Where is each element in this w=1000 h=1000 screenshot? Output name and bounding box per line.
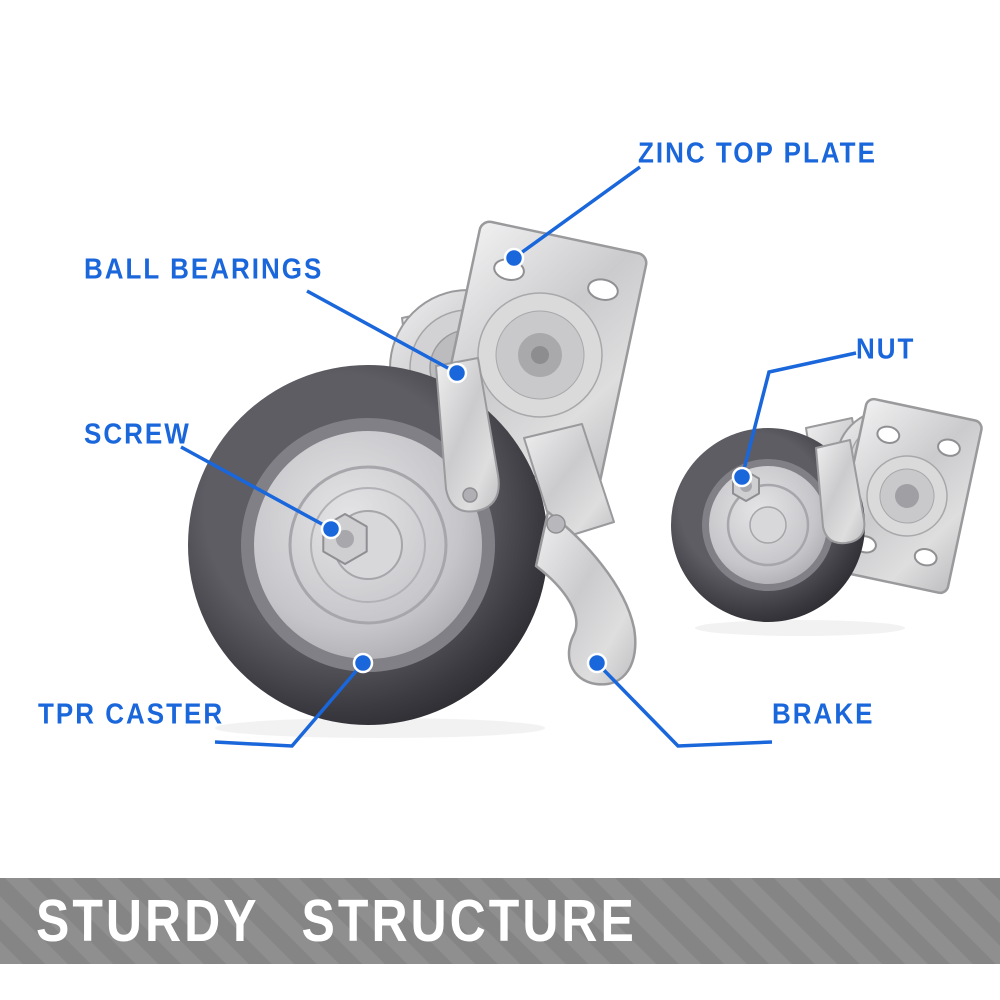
brake-hinge-bolt xyxy=(546,514,566,534)
label-tpr-caster: TPR CASTER xyxy=(38,697,225,730)
large-caster xyxy=(188,220,648,725)
small-caster-wheel xyxy=(671,428,865,622)
bolt-hole xyxy=(876,425,901,444)
plate-rivet xyxy=(895,484,919,508)
callout-dot-ball-bearings xyxy=(446,362,468,384)
label-brake: BRAKE xyxy=(772,697,875,730)
callout-dot-tpr-caster xyxy=(352,652,374,674)
large-caster-brake-pedal xyxy=(534,510,637,686)
hub-groove xyxy=(726,483,810,567)
plate-rivet-center xyxy=(531,346,549,364)
hub-groove-inner xyxy=(310,487,426,603)
callout-dot-brake xyxy=(586,652,608,674)
label-zinc-top-plate: ZINC TOP PLATE xyxy=(638,136,877,169)
banner: STURDY STRUCTURE xyxy=(0,878,1000,964)
label-ball-bearings: BALL BEARINGS xyxy=(84,252,324,285)
fork-bolt xyxy=(462,487,478,503)
large-caster-fork-leg xyxy=(435,357,500,513)
leader-line-nut xyxy=(740,351,857,478)
callout-dot-zinc-top-plate xyxy=(503,247,525,269)
axle-screw-center xyxy=(336,530,354,548)
bolt-hole xyxy=(587,278,619,301)
large-caster-shadow xyxy=(215,718,545,738)
small-caster-fork-leg xyxy=(815,439,866,545)
label-screw: SCREW xyxy=(84,417,191,450)
leader-line-brake xyxy=(595,661,773,748)
bolt-hole xyxy=(913,548,938,567)
banner-title: STURDY STRUCTURE xyxy=(36,887,637,955)
callout-dots xyxy=(320,247,753,674)
leader-line-tpr-caster xyxy=(214,661,365,748)
hub-cap xyxy=(749,506,787,544)
leader-line-ball-bearings xyxy=(306,289,458,375)
hub-groove xyxy=(288,465,448,625)
callout-dot-screw xyxy=(320,518,342,540)
large-caster-brake-bracket xyxy=(523,423,615,541)
leader-line-screw xyxy=(180,445,332,531)
leader-lines xyxy=(180,165,857,748)
small-caster-shadow xyxy=(695,620,905,636)
small-caster xyxy=(671,397,983,622)
label-nut: NUT xyxy=(856,332,916,365)
bolt-hole xyxy=(937,438,961,457)
leader-line-zinc-top-plate xyxy=(512,165,642,260)
callout-dot-nut xyxy=(731,466,753,488)
